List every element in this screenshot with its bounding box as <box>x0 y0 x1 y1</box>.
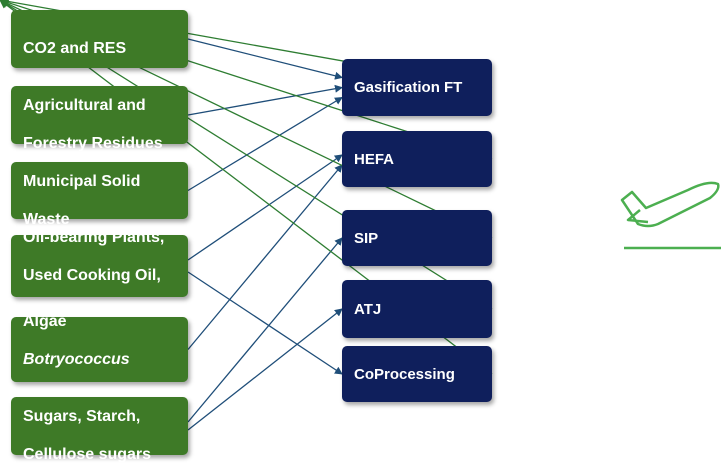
source-label: Municipal Solid Waste <box>23 172 141 228</box>
source-co2-res: CO2 and RES <box>11 10 188 68</box>
source-sugars: Sugars, Starch, Cellulose sugars <box>11 397 188 463</box>
process-label: ATJ <box>354 300 382 318</box>
source-msw: Municipal Solid Waste <box>11 162 188 228</box>
process-gasification-ft: Gasification FT <box>342 59 492 116</box>
process-label: Gasification FT <box>354 79 463 96</box>
edge-s5-p2 <box>187 237 343 423</box>
source-algae: Algae Botryococcus braunii <box>11 313 188 406</box>
edge-s3-p4 <box>187 271 343 375</box>
process-coprocessing: CoProcessing <box>342 346 492 402</box>
source-label: Agricultural and Forestry Residues <box>23 97 163 152</box>
edge-s1-p0 <box>187 84 343 116</box>
source-label: Sugars, Starch, Cellulose sugars <box>23 408 152 463</box>
edge-s2-p0 <box>187 96 343 192</box>
airplane-icon <box>620 181 721 250</box>
source-oils-fats: Oil-bearing Plants, Used Cooking Oil, An… <box>11 229 188 322</box>
process-label: SIP <box>354 229 379 247</box>
edge-s5-p3 <box>187 308 343 431</box>
source-agri-forestry: Agricultural and Forestry Residues <box>11 86 188 152</box>
edge-s0-p0 <box>187 38 343 80</box>
process-label: CoProcessing <box>354 365 455 383</box>
process-hefa: HEFA <box>342 131 492 187</box>
process-atj: ATJ <box>342 280 492 338</box>
edge-s4-p1 <box>187 164 343 350</box>
edge-s3-p1 <box>187 154 343 261</box>
process-label: HEFA <box>354 150 395 168</box>
source-label: CO2 and RES <box>23 40 127 57</box>
process-sip: SIP <box>342 210 492 266</box>
